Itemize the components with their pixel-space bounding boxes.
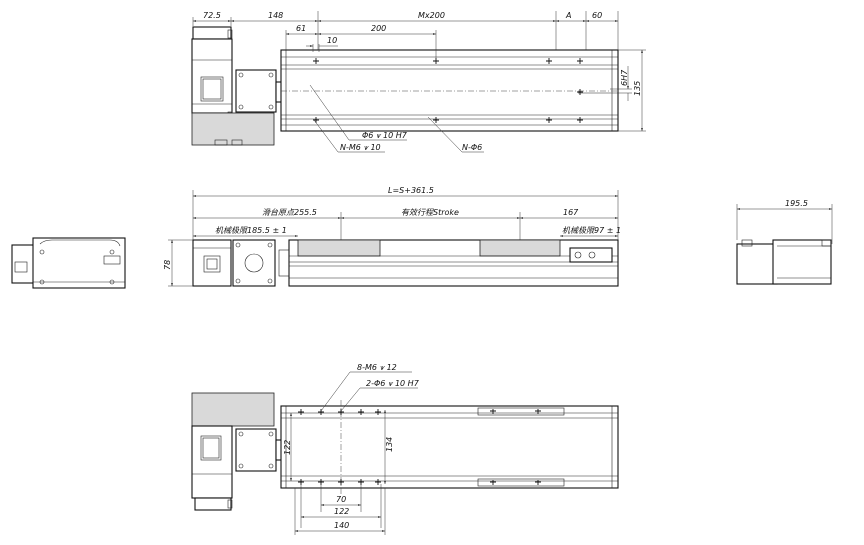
right-end-view: 195.5 (736, 199, 833, 285)
dim-72-5: 72.5 (203, 11, 221, 20)
dim-195-5: 195.5 (785, 199, 808, 208)
front-dimensions (168, 190, 619, 287)
bottom-flange (235, 428, 283, 472)
dim-mech-limit-left: 机械极限185.5 ± 1 (215, 226, 287, 235)
front-rail (278, 239, 619, 287)
callout-bottom-tapped: 8-M6 ⩛ 12 (357, 363, 397, 372)
dim-78: 78 (163, 260, 172, 270)
dim-122-bottom: 122 (334, 507, 349, 516)
bottom-dimension-labels: 8-M6 ⩛ 12 2-Φ6 ⩛ 10 H7 122 134 70 122 14… (283, 363, 420, 530)
dim-200: 200 (371, 24, 386, 33)
top-rail (280, 49, 619, 132)
dim-135: 135 (633, 81, 642, 96)
dim-167: 167 (563, 208, 579, 217)
dim-134: 134 (385, 437, 394, 452)
dim-60: 60 (592, 11, 602, 20)
dim-10: 10 (327, 36, 337, 45)
callout-bottom-pin: 2-Φ6 ⩛ 10 H7 (366, 379, 420, 388)
top-flange (235, 69, 283, 113)
dim-6h7: 6H7 (620, 69, 629, 86)
dim-61: 61 (296, 24, 306, 33)
dim-122-left: 122 (283, 440, 292, 455)
top-dimensions (192, 11, 646, 153)
top-dimension-labels: 72.5 148 Mx200 A 60 61 200 10 6H7 135 Φ6… (203, 11, 642, 152)
bottom-rail (280, 400, 619, 494)
dim-total-length: L=S+361.5 (388, 186, 434, 195)
callout-pin-hole: Φ6 ⩛ 10 H7 (362, 131, 408, 140)
top-holes (313, 58, 583, 123)
dim-slide-origin: 滑台原点255.5 (262, 208, 317, 217)
front-view: L=S+361.5 滑台原点255.5 有效行程Stroke 167 机械极限1… (163, 186, 621, 287)
dim-a: A (565, 11, 571, 20)
callout-through-holes: N-Φ6 (462, 143, 482, 152)
top-view: 72.5 148 Mx200 A 60 61 200 10 6H7 135 Φ6… (191, 11, 646, 153)
bottom-motor (191, 392, 275, 511)
dim-70: 70 (336, 495, 346, 504)
dim-mech-limit-right: 机械极限97 ± 1 (562, 226, 621, 235)
top-motor (191, 26, 275, 146)
dim-148: 148 (268, 11, 283, 20)
dim-140: 140 (334, 521, 349, 530)
left-end-view (11, 237, 126, 289)
bottom-view: 8-M6 ⩛ 12 2-Φ6 ⩛ 10 H7 122 134 70 122 14… (191, 363, 619, 535)
bottom-holes (298, 409, 541, 485)
dim-mx200: Mx200 (418, 11, 445, 20)
dim-stroke: 有效行程Stroke (401, 208, 459, 217)
front-flange (232, 239, 276, 287)
bottom-dimensions (290, 371, 418, 535)
front-dimension-labels: L=S+361.5 滑台原点255.5 有效行程Stroke 167 机械极限1… (163, 186, 621, 270)
callout-tapped-holes: N-M6 ⩛ 10 (340, 143, 381, 152)
front-motor (192, 239, 232, 287)
